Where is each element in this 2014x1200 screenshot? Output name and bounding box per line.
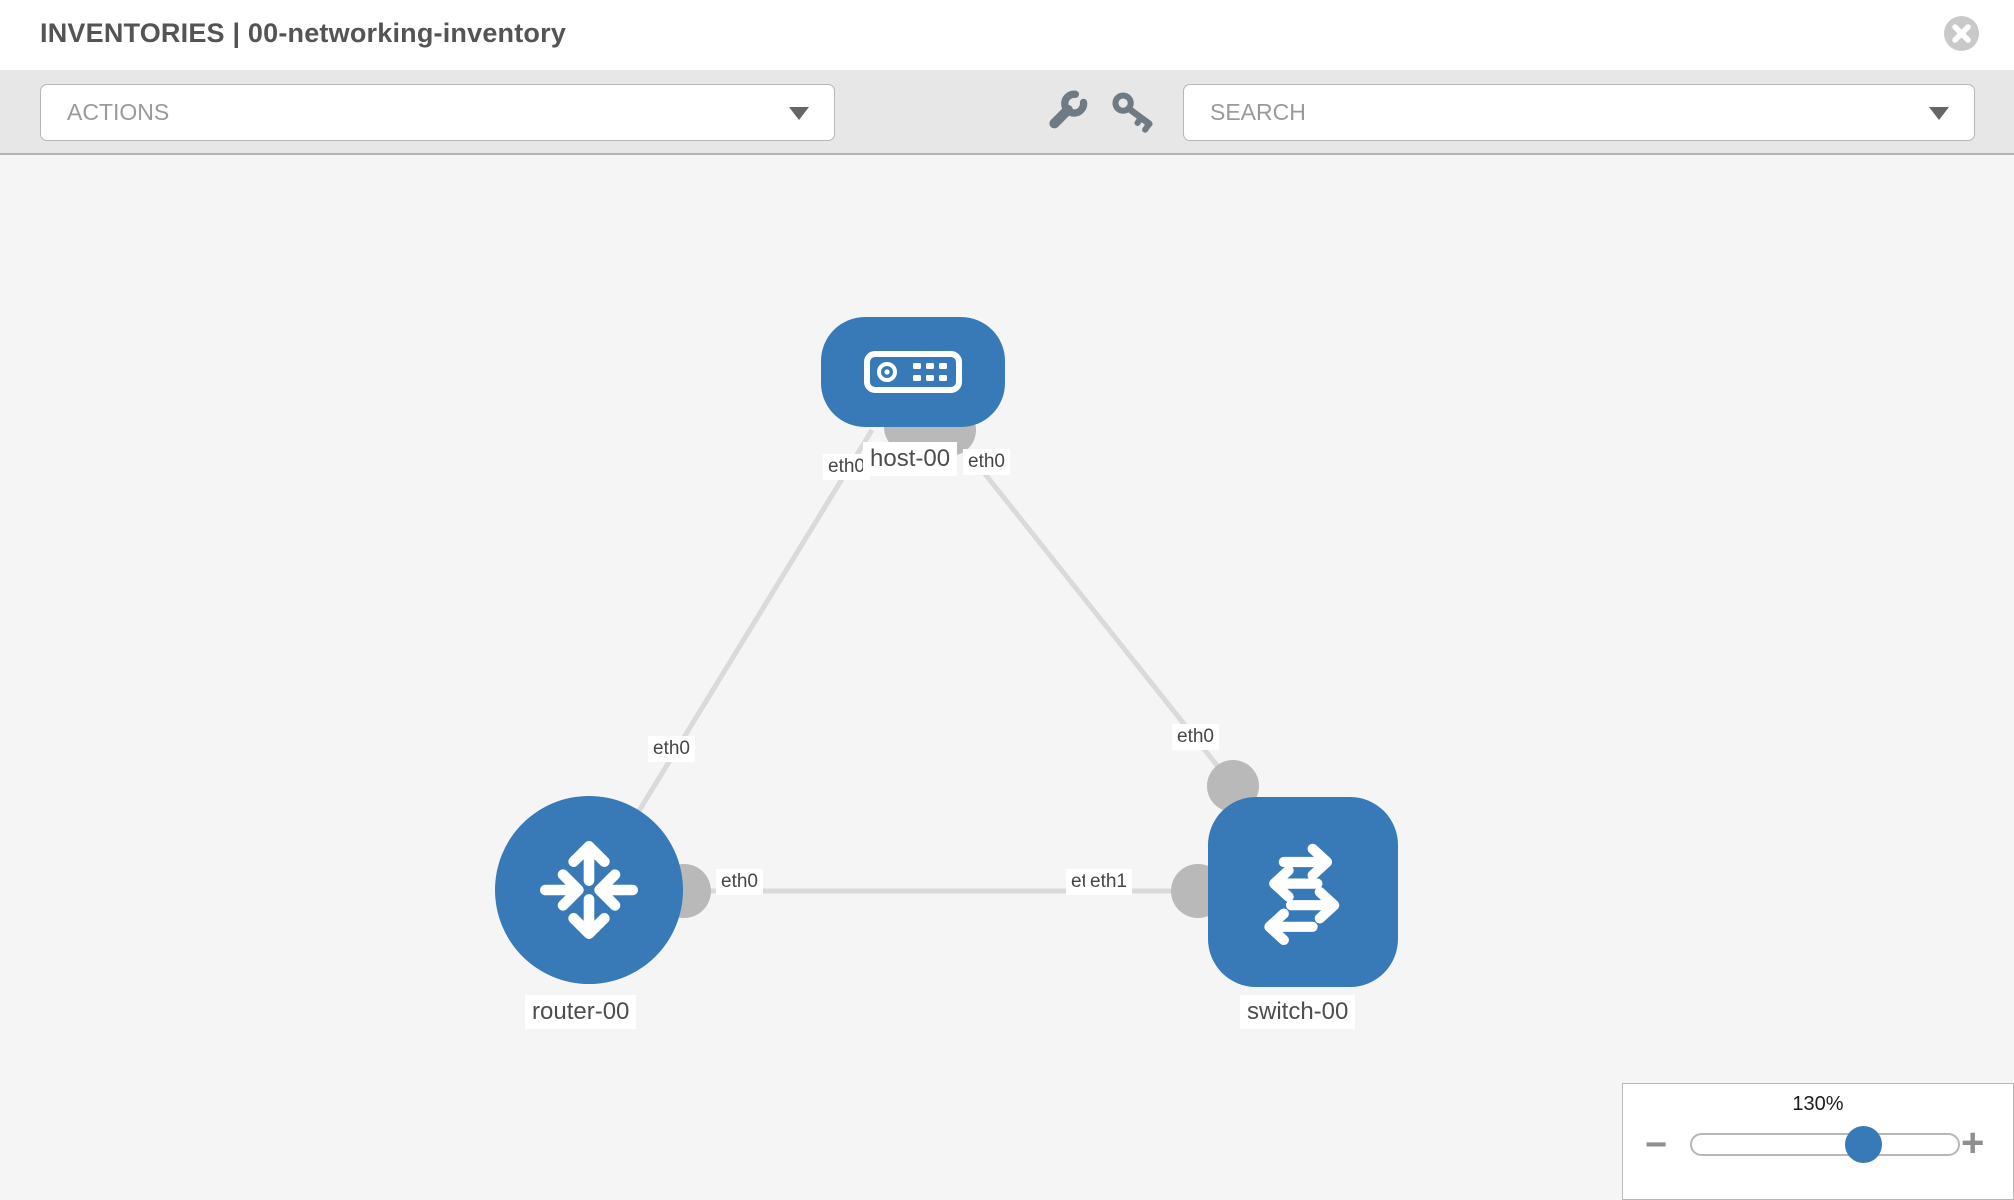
search-dropdown[interactable]: SEARCH	[1183, 84, 1975, 141]
zoom-panel: 130% − +	[1622, 1083, 2014, 1200]
server-icon	[864, 351, 962, 393]
links-layer	[609, 401, 1259, 918]
node-host[interactable]	[821, 317, 1005, 427]
actions-dropdown-label: ACTIONS	[67, 99, 170, 125]
close-icon	[1944, 16, 1979, 51]
wrench-icon	[1049, 90, 1088, 129]
interface-label-router-horizontal: eth0	[716, 869, 763, 895]
node-switch[interactable]	[1208, 797, 1398, 987]
interface-label-host-right: eth0	[963, 449, 1010, 475]
zoom-slider-track[interactable]	[1690, 1133, 1960, 1156]
key-button[interactable]	[1110, 90, 1158, 143]
search-dropdown-label: SEARCH	[1210, 99, 1306, 125]
interface-label-switch-horizontal: eth1	[1085, 869, 1132, 895]
topology-canvas[interactable]: host-00 router-00 switch-00 eth0 eth0 et…	[0, 155, 2014, 1200]
node-router[interactable]	[495, 796, 683, 984]
router-arrows-icon	[540, 841, 638, 939]
key-icon	[1112, 92, 1153, 133]
interface-label-router-diagonal: eth0	[648, 736, 695, 762]
zoom-in-button[interactable]: +	[1961, 1121, 1985, 1165]
zoom-out-button[interactable]: −	[1645, 1124, 1668, 1166]
switch-arrows-icon	[1264, 843, 1340, 946]
close-button[interactable]	[1943, 15, 1980, 52]
actions-dropdown[interactable]: ACTIONS	[40, 84, 835, 141]
zoom-slider-thumb[interactable]	[1845, 1126, 1882, 1163]
node-label-switch[interactable]: switch-00	[1240, 995, 1356, 1029]
toolbar: ACTIONS SEARCH	[0, 70, 2014, 155]
page-title: INVENTORIES | 00-networking-inventory	[40, 18, 567, 48]
wrench-button[interactable]	[1046, 90, 1092, 141]
node-label-host[interactable]: host-00	[863, 442, 958, 476]
header: INVENTORIES | 00-networking-inventory	[0, 0, 2014, 70]
node-label-router[interactable]: router-00	[525, 995, 637, 1029]
interface-label-switch-diagonal: eth0	[1172, 724, 1219, 750]
chevron-down-icon	[789, 106, 809, 120]
chevron-down-icon	[1929, 106, 1949, 120]
zoom-level-value: 130%	[1792, 1093, 1844, 1115]
link-host-router[interactable]	[609, 428, 875, 857]
interface-label-host-left: eth0	[823, 454, 870, 480]
